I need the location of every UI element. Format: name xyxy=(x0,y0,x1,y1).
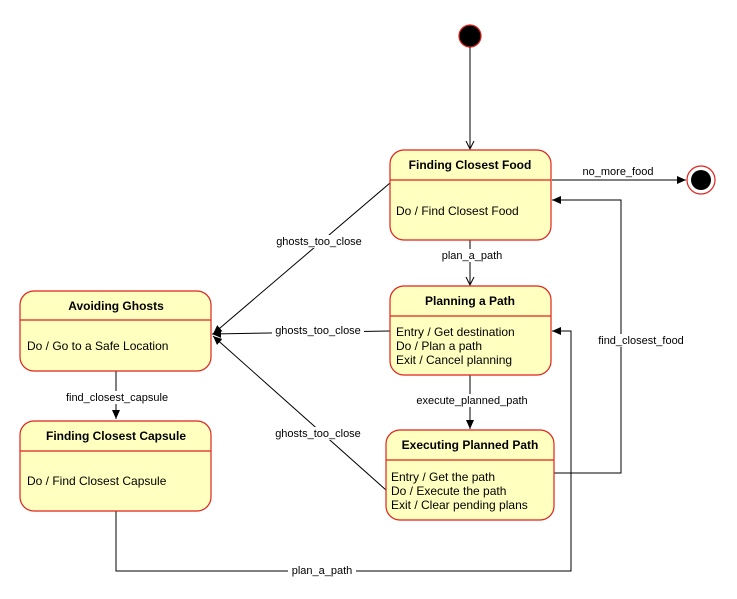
label-find-closest-food: find_closest_food xyxy=(598,335,684,347)
label-find-closest-capsule: find_closest_capsule xyxy=(66,392,168,404)
state-finding-closest-capsule: Finding Closest Capsule Do / Find Closes… xyxy=(19,420,212,512)
label-food-ghosts-too-close: ghosts_too_close xyxy=(276,236,362,248)
state-planning-a-path: Planning a Path Entry / Get destination … xyxy=(389,285,552,376)
state-activity: Do / Find Closest Capsule xyxy=(27,474,167,488)
state-title: Finding Closest Food xyxy=(409,158,532,172)
transition-capsule-to-planning xyxy=(115,327,572,572)
final-state xyxy=(686,165,716,195)
state-title: Executing Planned Path xyxy=(402,438,539,452)
label-exec-ghosts-too-close: ghosts_too_close xyxy=(275,428,361,440)
state-activity: Do / Execute the path xyxy=(391,484,506,498)
label-no-more-food: no_more_food xyxy=(583,166,654,178)
state-finding-closest-food: Finding Closest Food Do / Find Closest F… xyxy=(389,149,552,241)
state-title: Finding Closest Capsule xyxy=(46,429,186,443)
state-activity: Entry / Get the path xyxy=(391,470,495,484)
state-executing-planned-path: Executing Planned Path Entry / Get the p… xyxy=(385,429,555,521)
label-planning-ghosts-too-close: ghosts_too_close xyxy=(275,325,361,337)
state-avoiding-ghosts: Avoiding Ghosts Do / Go to a Safe Locati… xyxy=(19,290,212,372)
state-activity: Do / Find Closest Food xyxy=(396,204,519,218)
state-activity: Do / Plan a path xyxy=(396,339,482,353)
label-execute-planned-path: execute_planned_path xyxy=(416,395,527,407)
state-activity: Do / Go to a Safe Location xyxy=(27,339,168,353)
state-activity: Exit / Clear pending plans xyxy=(391,498,528,512)
label-food-plan-a-path: plan_a_path xyxy=(442,250,503,262)
transition-food-to-avoiding xyxy=(212,182,391,335)
label-capsule-plan-a-path: plan_a_path xyxy=(292,565,353,577)
state-activity: Exit / Cancel planning xyxy=(396,353,512,367)
state-activity: Entry / Get destination xyxy=(396,325,515,339)
state-title: Planning a Path xyxy=(425,294,515,308)
transition-executing-to-avoiding xyxy=(212,335,387,491)
state-title: Avoiding Ghosts xyxy=(68,299,164,313)
initial-state xyxy=(458,24,482,48)
